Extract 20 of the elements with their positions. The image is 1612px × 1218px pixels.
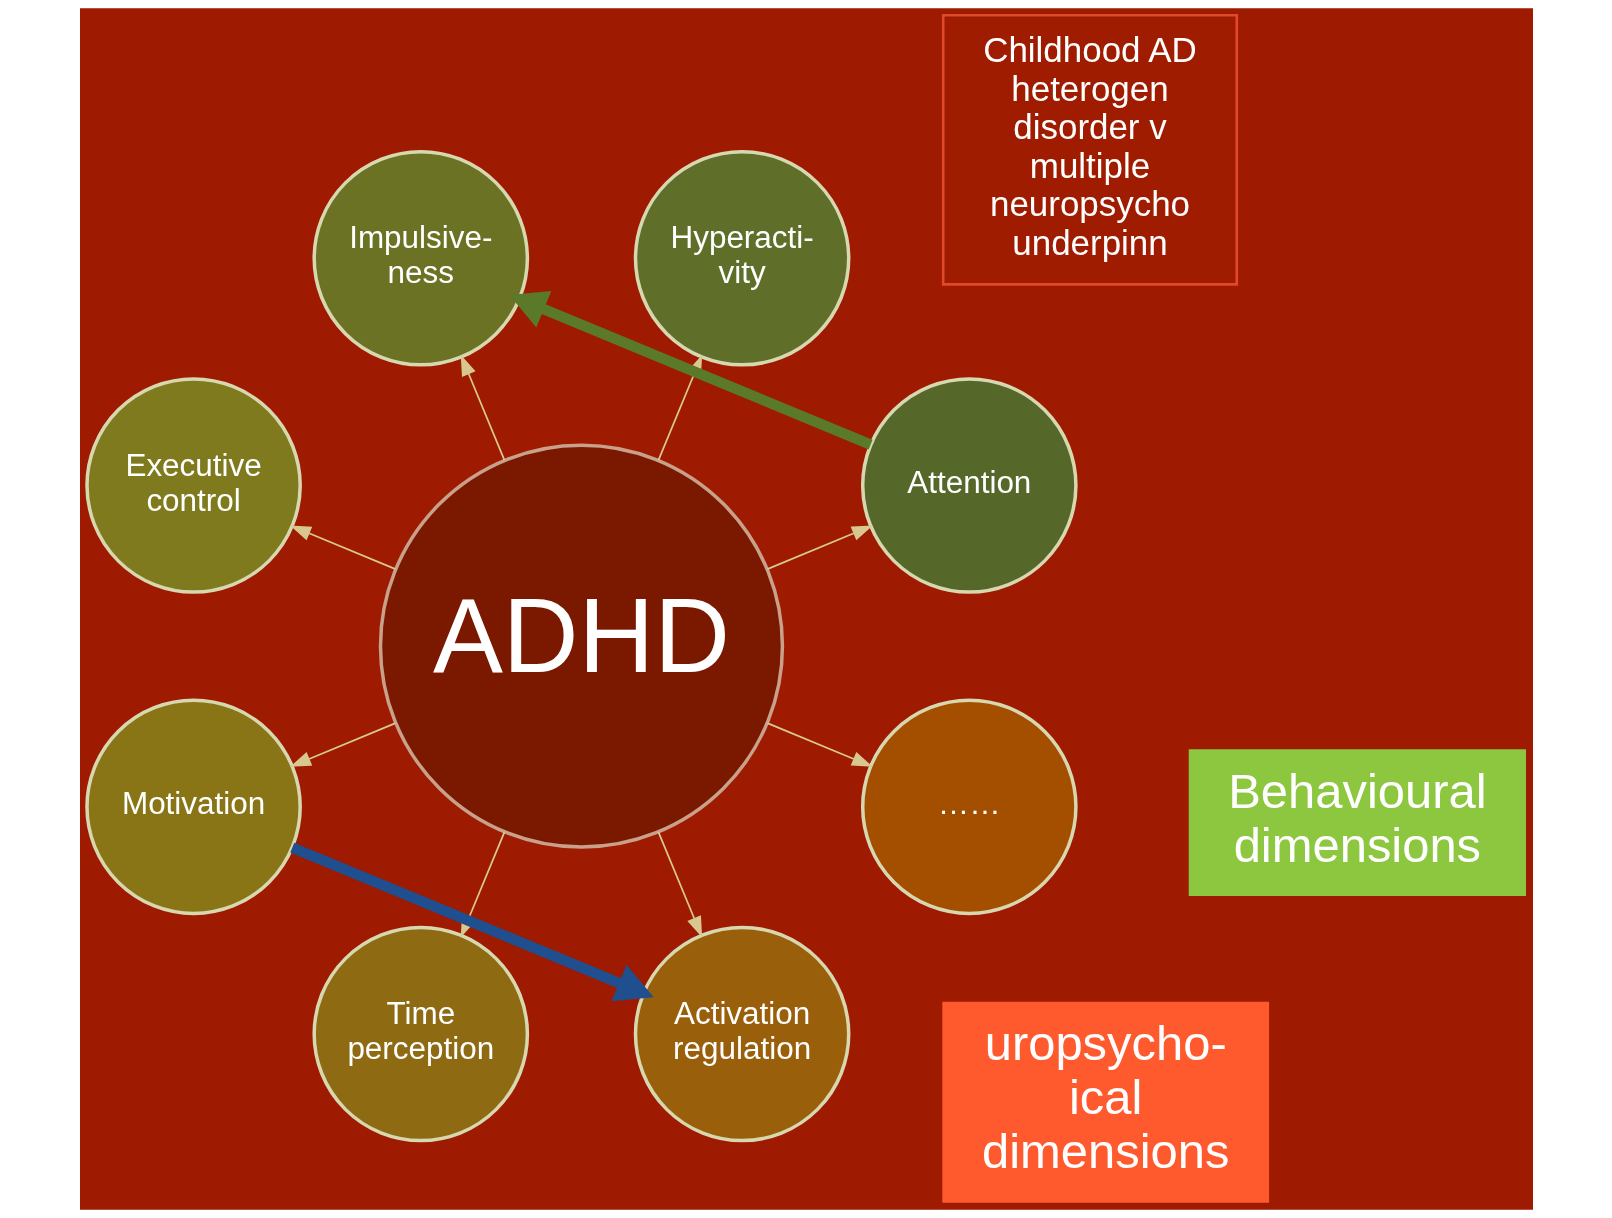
node-box: Behavioural dimensions xyxy=(1188,749,1526,897)
arrow xyxy=(289,525,396,570)
node-circle: Impulsive- ness xyxy=(311,149,529,367)
arrow xyxy=(289,722,396,767)
arrow xyxy=(460,354,505,462)
arrow xyxy=(657,831,702,938)
node-circle: Hyperacti- vity xyxy=(633,149,850,367)
node-circle: Attention xyxy=(860,377,1078,594)
node-circle: Executive control xyxy=(84,377,302,594)
arrow xyxy=(766,722,873,767)
arrow xyxy=(289,842,654,1002)
node-circle: …… xyxy=(860,698,1078,916)
node-box: uropsycho- ical dimensions xyxy=(941,1001,1269,1203)
arrow xyxy=(508,291,873,450)
node-circle: Activation regulation xyxy=(633,925,850,1143)
node-circle: ADHD xyxy=(378,443,784,849)
node-circle: Time perception xyxy=(311,925,529,1143)
node-circle: Motivation xyxy=(84,698,302,916)
node-box: Childhood AD heterogen disorder v multiple neuropsycho underpinn xyxy=(941,13,1238,286)
arrow xyxy=(766,525,873,570)
